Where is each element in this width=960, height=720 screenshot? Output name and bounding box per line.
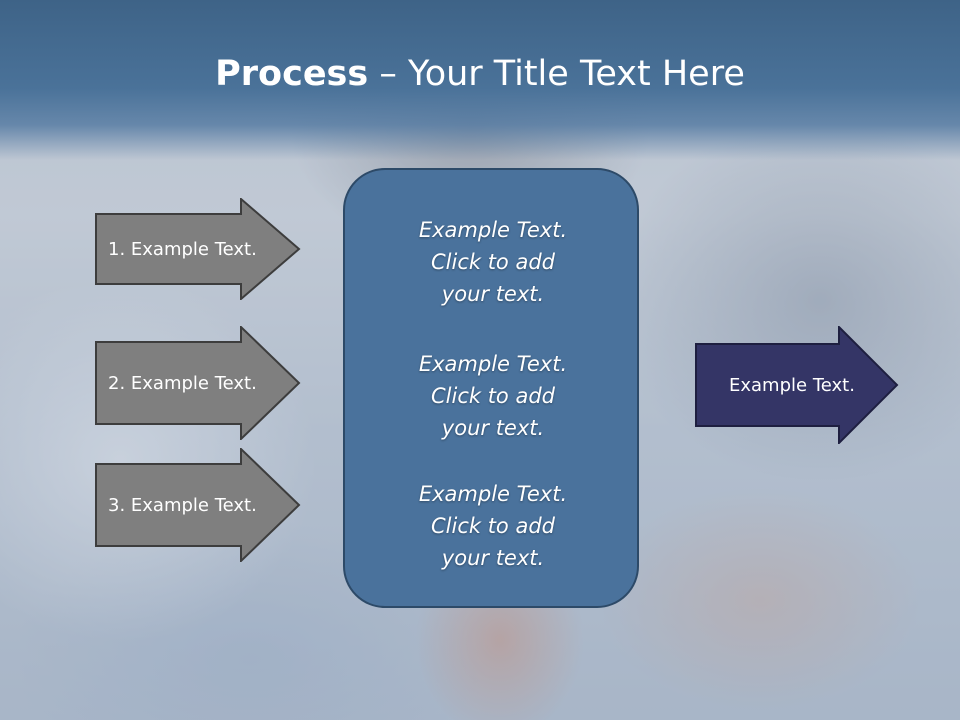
center-block-2-line-2: Click to add [430,384,555,408]
center-block-3-line-3: your text. [441,546,545,570]
right-arrow-shape-icon [95,326,301,440]
center-block-2-line-1: Example Text. [418,352,568,376]
title-band [0,0,960,160]
center-block-1-line-2: Click to add [430,250,555,274]
center-block-3-line-2: Click to add [430,514,555,538]
center-block-2-line-3: your text. [441,416,545,440]
left-arrow-2[interactable]: 2. Example Text. [95,326,301,440]
right-arrow-shape-icon [95,198,301,300]
slide-title[interactable]: Process – Your Title Text Here [0,52,960,96]
center-block-1-line-1: Example Text. [418,218,568,242]
center-block-1: Example Text. Click to add your text. [345,214,641,310]
center-block-2: Example Text. Click to add your text. [345,348,641,444]
title-rest: – Your Title Text Here [368,54,745,94]
right-arrow-shape-icon [695,326,899,444]
left-arrow-3[interactable]: 3. Example Text. [95,448,301,562]
center-block-3: Example Text. Click to add your text. [345,478,641,574]
left-arrow-2-label: 2. Example Text. [108,372,257,394]
left-arrow-1[interactable]: 1. Example Text. [95,198,301,300]
center-text-box[interactable]: Example Text. Click to add your text. Ex… [343,168,639,608]
center-block-3-line-1: Example Text. [418,482,568,506]
center-block-1-line-3: your text. [441,282,545,306]
right-arrow-shape-icon [95,448,301,562]
left-arrow-1-label: 1. Example Text. [108,238,257,260]
left-arrow-3-label: 3. Example Text. [108,494,257,516]
right-arrow[interactable]: Example Text. [695,326,899,444]
title-bold: Process [215,54,369,94]
right-arrow-label: Example Text. [729,374,855,396]
